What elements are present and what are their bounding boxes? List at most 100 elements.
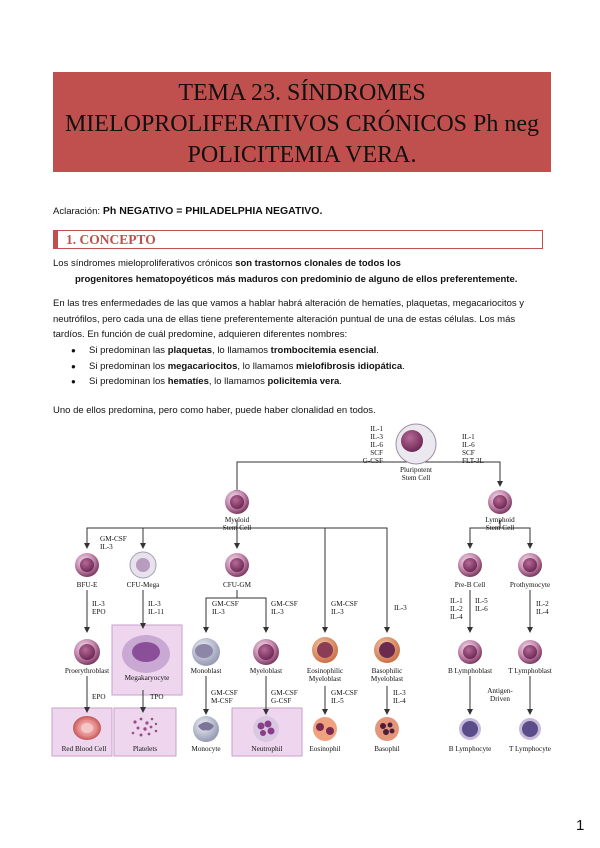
eosinophilic-label-2: Myeloblast bbox=[309, 675, 341, 683]
platelets-cluster bbox=[131, 717, 158, 737]
title-line-3: POLICITEMIA VERA. bbox=[187, 142, 417, 168]
cfu-mega-cell bbox=[129, 551, 157, 579]
bullet-icon: ● bbox=[71, 346, 76, 355]
basophil-label: Basophil bbox=[374, 745, 400, 753]
bfu-e-cell bbox=[75, 553, 99, 577]
factor-label: SCF bbox=[462, 449, 475, 457]
proerythroblast-label: Proerythroblast bbox=[65, 667, 109, 675]
cfu-gm-cell bbox=[225, 553, 249, 577]
eosinophilic-myeloblast-cell bbox=[312, 637, 338, 663]
factor-label: IL-3 bbox=[393, 689, 406, 697]
platelets-label: Platelets bbox=[133, 745, 158, 753]
factor-label: G-CSF bbox=[271, 697, 291, 705]
factor-label: IL-6 bbox=[462, 441, 475, 449]
factor-label: FLT-3L bbox=[462, 457, 484, 465]
eosinophil-label: Eosinophil bbox=[309, 745, 340, 753]
paragraph-2: En las tres enfermedades de las que vamo… bbox=[53, 298, 525, 340]
bullet-bold: plaquetas bbox=[167, 345, 213, 356]
factor-label: IL-5 bbox=[475, 597, 488, 605]
factor-label: Antigen- bbox=[487, 687, 513, 695]
b-lymphoblast-cell bbox=[458, 640, 482, 664]
factor-label: IL-4 bbox=[450, 613, 463, 621]
factor-label: TPO bbox=[150, 693, 164, 701]
bfu-e-label: BFU-E bbox=[77, 581, 98, 589]
list-item: ● Si predominan los megacariocitos, lo ll… bbox=[53, 359, 533, 375]
factor-label: IL-3 bbox=[394, 604, 407, 612]
bullet-text: Si predominan las bbox=[89, 345, 168, 356]
page-number: 1 bbox=[576, 817, 585, 834]
factor-label: IL-1 bbox=[370, 425, 383, 433]
bullet-text: Si predominan los bbox=[89, 360, 168, 372]
bullet-text: . bbox=[402, 360, 405, 372]
factor-label: IL-2 bbox=[536, 600, 549, 608]
factor-label: GM-CSF bbox=[212, 600, 239, 608]
pluripotent-stem-cell bbox=[395, 423, 437, 465]
bullet-bold: hematíes bbox=[167, 376, 209, 387]
basophilic-label-1: Basophilic bbox=[372, 667, 403, 675]
factor-label: GM-CSF bbox=[211, 689, 238, 697]
myeloid-label-2: Stem Cell bbox=[223, 524, 252, 532]
section-heading-concepto: 1. CONCEPTO bbox=[53, 230, 543, 249]
monocyte-cell bbox=[193, 716, 219, 742]
bullet-bold: megacariocitos bbox=[167, 360, 238, 372]
lymphoid-label-1: Lymphoid bbox=[485, 516, 515, 524]
factor-label: IL-4 bbox=[393, 697, 406, 705]
factor-label: GM-CSF bbox=[331, 689, 358, 697]
factor-label: GM-CSF bbox=[271, 600, 298, 608]
cfu-gm-label: CFU-GM bbox=[223, 581, 252, 589]
paragraph-1-a: Los síndromes mieloproliferativos crónic… bbox=[53, 258, 236, 269]
list-item: ●Si predominan las plaquetas, lo llamamo… bbox=[53, 343, 533, 359]
paragraph-1-b: son trastornos clonales de todos los bbox=[235, 258, 401, 269]
bullet-text: , lo llamamos bbox=[237, 360, 296, 372]
diagram-connectors bbox=[84, 461, 533, 715]
bullet-text: , lo llamamos bbox=[208, 376, 268, 387]
left-factors: IL-1 IL-3 IL-6 SCF G-CSF bbox=[363, 425, 384, 465]
factor-label: IL-4 bbox=[536, 608, 549, 616]
factor-label: IL-3 bbox=[271, 608, 284, 616]
factor-label: IL-6 bbox=[475, 605, 488, 613]
megakaryocyte-cell bbox=[122, 635, 170, 673]
monocyte-label: Monocyte bbox=[191, 745, 220, 753]
bullet-icon: ● bbox=[71, 361, 76, 371]
note-text: Uno de ellos predomina, pero como haber,… bbox=[53, 405, 376, 416]
t-lymphoblast-cell bbox=[518, 640, 542, 664]
title-line-2: MIELOPROLIFERATIVOS CRÓNICOS Ph neg bbox=[64, 111, 540, 137]
factor-label: IL-3 bbox=[370, 433, 383, 441]
neutrophil-cell bbox=[253, 716, 279, 742]
b-lymphoblast-label: B Lymphoblast bbox=[448, 667, 492, 675]
b-lymphocyte-cell bbox=[459, 718, 481, 740]
eosinophilic-label-1: Eosinophilic bbox=[307, 667, 343, 675]
factor-label: GM-CSF bbox=[331, 600, 358, 608]
factor-label: SCF bbox=[370, 449, 383, 457]
monoblast-cell bbox=[192, 638, 220, 666]
aclaracion: Aclaración: Ph NEGATIVO = PHILADELPHIA N… bbox=[53, 205, 322, 217]
factor-label: IL-1 bbox=[450, 597, 463, 605]
pre-b-cell-label: Pre-B Cell bbox=[455, 581, 486, 589]
myeloid-stem-cell bbox=[225, 490, 249, 514]
red-blood-cell-label: Red Blood Cell bbox=[62, 745, 107, 753]
factor-label: EPO bbox=[92, 693, 106, 701]
t-lymphocyte-cell bbox=[519, 718, 541, 740]
megakaryocyte-label: Megakaryocyte bbox=[125, 674, 170, 682]
factor-label: IL-11 bbox=[148, 608, 165, 616]
bullet-list: ● Si predominan las plaquetas , lo llamamo… bbox=[53, 343, 533, 390]
factor-label: G-CSF bbox=[363, 457, 383, 465]
factor-label: IL-3 bbox=[92, 600, 105, 608]
factor-label: Driven bbox=[490, 695, 510, 703]
proerythroblast-cell bbox=[74, 639, 100, 665]
stem-label-1: Pluripotent bbox=[400, 466, 432, 474]
title-banner: TEMA 23. SÍNDROMES MIELOPROLIFERATIVOS C… bbox=[53, 72, 551, 172]
stem-label-2: Stem Cell bbox=[402, 474, 431, 482]
section-heading-text: 1. CONCEPTO bbox=[66, 232, 156, 247]
b-lymphocyte-label: B Lymphocyte bbox=[449, 745, 492, 753]
factor-label: GM-CSF bbox=[100, 535, 127, 543]
factor-label: M-CSF bbox=[211, 697, 233, 705]
basophilic-myeloblast-cell bbox=[374, 637, 400, 663]
eosinophil-cell bbox=[313, 717, 337, 741]
bullet-text: . bbox=[376, 345, 379, 356]
myeloblast-cell bbox=[253, 639, 279, 665]
factor-label: EPO bbox=[92, 608, 106, 616]
factor-label: IL-3 bbox=[212, 608, 225, 616]
t-lymphoblast-label: T Lymphoblast bbox=[508, 667, 552, 675]
